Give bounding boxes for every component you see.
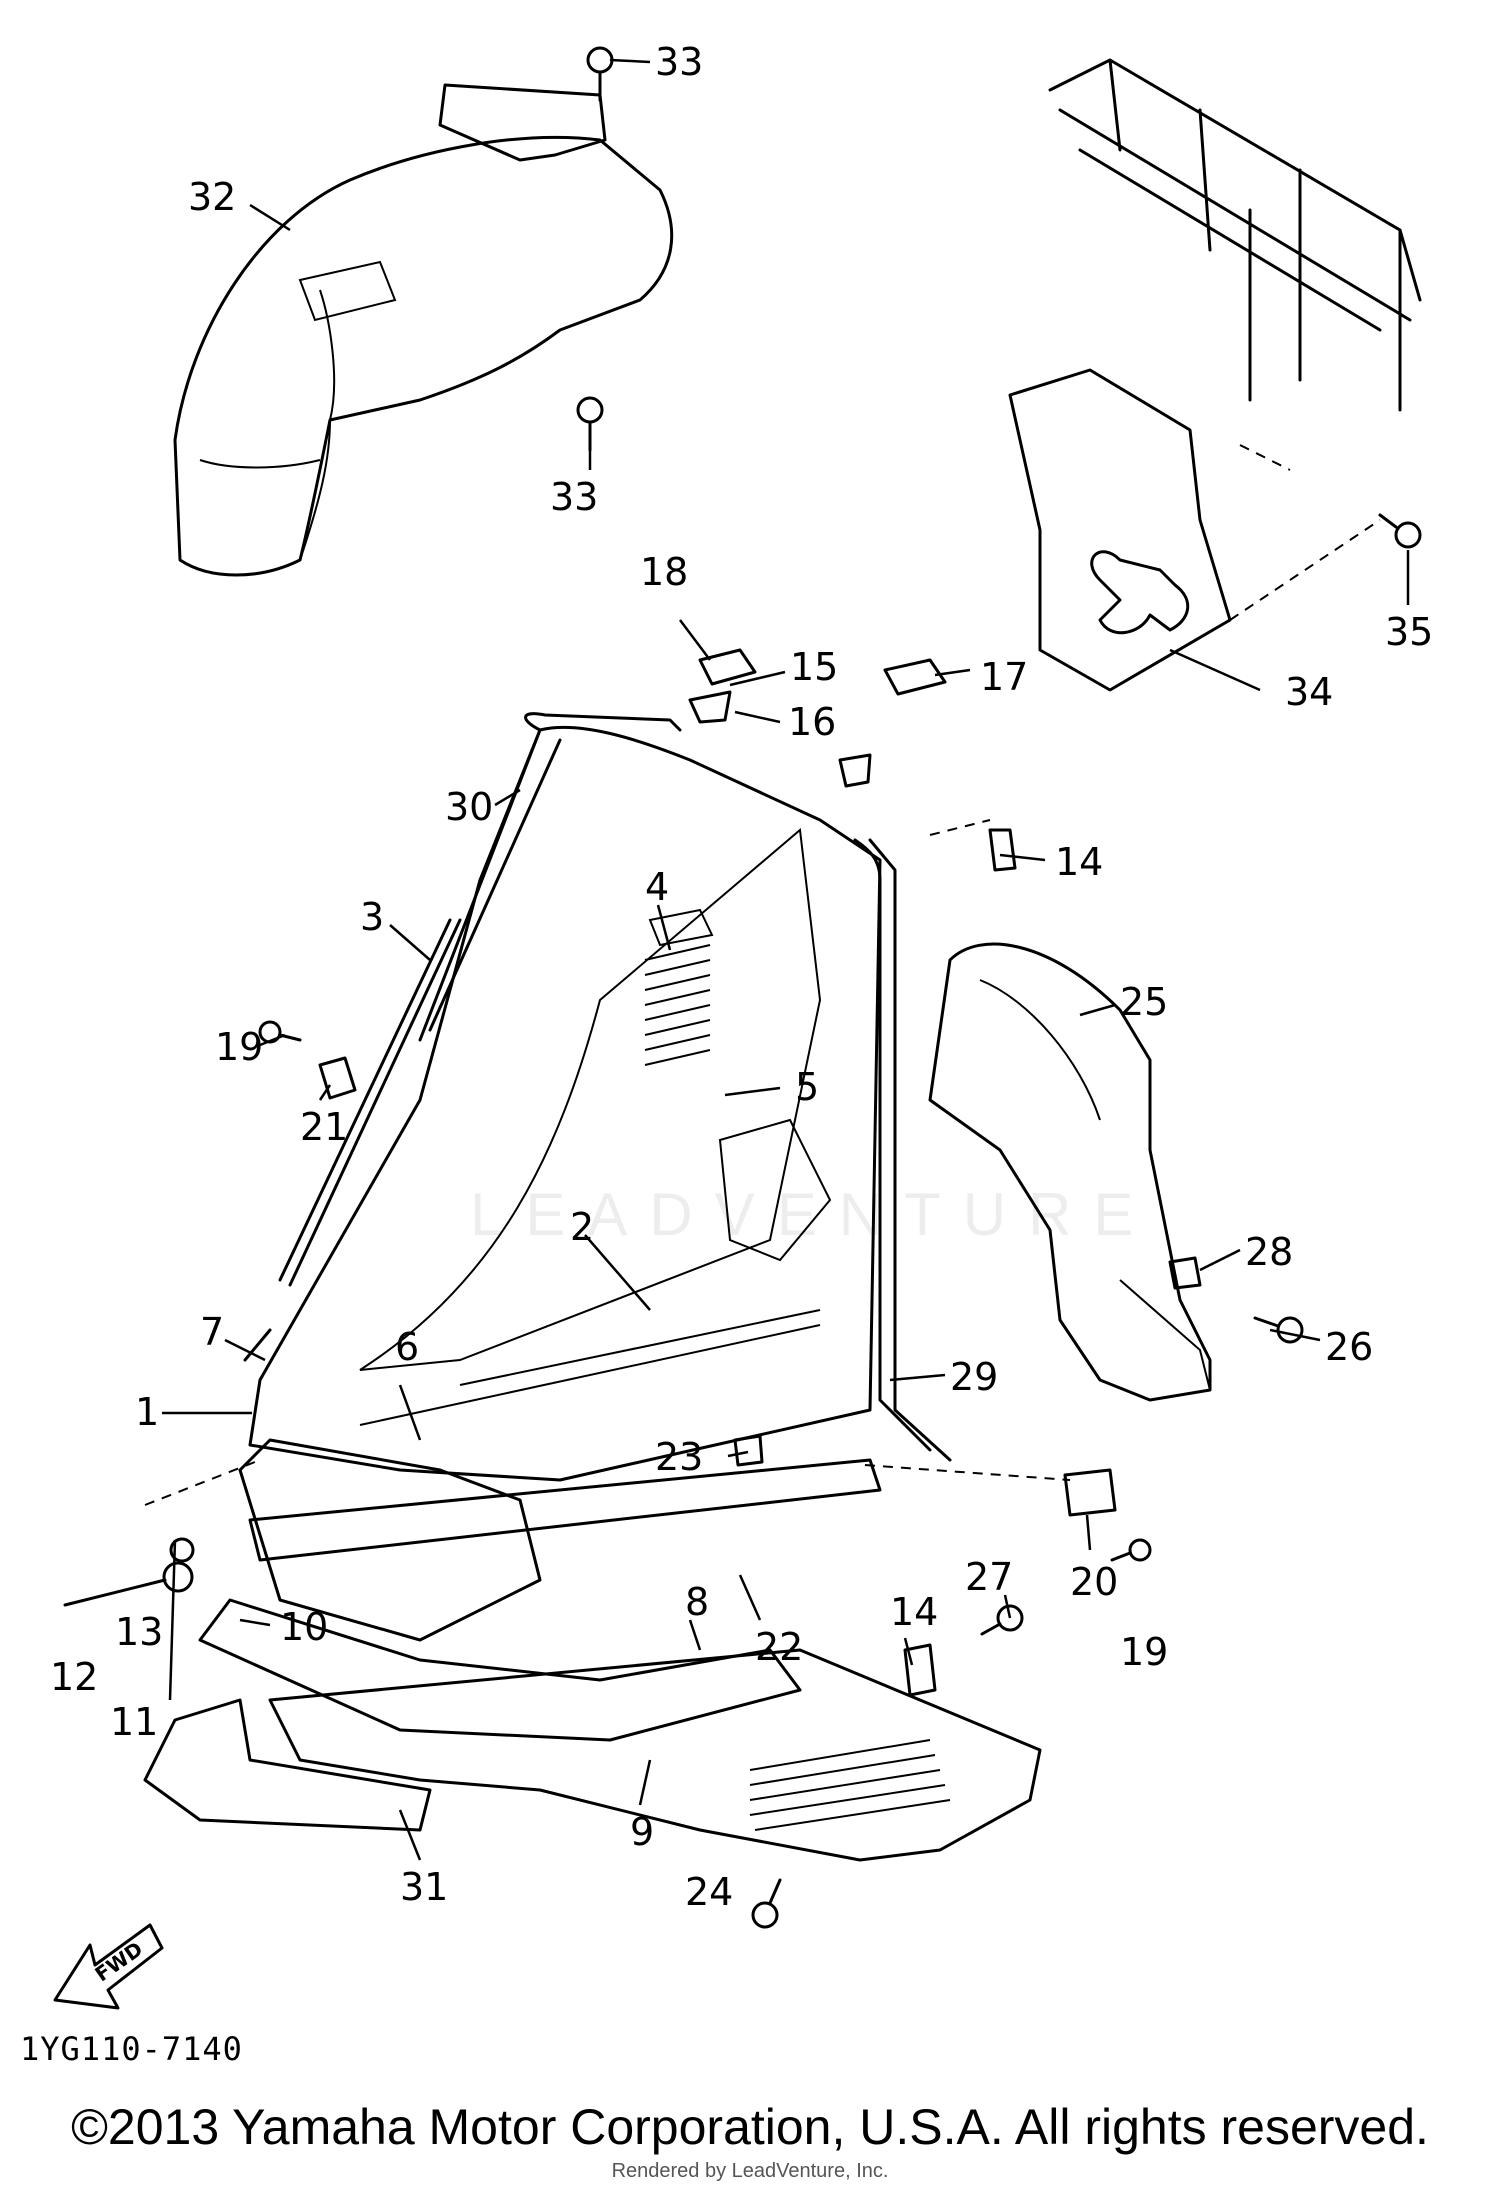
callout-label: 2	[570, 1205, 594, 1249]
callout-label: 21	[300, 1105, 348, 1149]
frame-part	[1048, 58, 1422, 412]
callout-label: 22	[755, 1625, 803, 1669]
callout-labels: 1 2 3 4 5 6 7 8 9 10 11 12 13 14 14 15 1…	[50, 40, 1433, 1914]
callout-label: 18	[640, 550, 688, 594]
fasteners-part	[63, 46, 1422, 1929]
callout-label: 20	[1070, 1560, 1118, 1604]
callout-label: 24	[685, 1870, 733, 1914]
callout-label: 8	[685, 1580, 709, 1624]
callout-label: 32	[188, 175, 236, 219]
callout-label: 27	[965, 1555, 1013, 1599]
callout-label: 35	[1385, 610, 1433, 654]
callout-label: 3	[360, 895, 384, 939]
callout-label: 31	[400, 1865, 448, 1909]
callout-label: 30	[445, 785, 493, 829]
drawing-code: 1YG110-7140	[20, 2030, 243, 2068]
callout-label: 26	[1325, 1325, 1373, 1369]
callout-label: 29	[950, 1355, 998, 1399]
callout-label: 7	[200, 1310, 224, 1354]
forward-arrow-icon: FWD	[53, 1923, 164, 2010]
callout-label: 33	[550, 475, 598, 519]
callout-label: 14	[1055, 840, 1103, 884]
callout-label: 5	[795, 1065, 819, 1109]
copyright-notice: ©2013 Yamaha Motor Corporation, U.S.A. A…	[71, 2099, 1429, 2155]
callout-label: 10	[280, 1605, 328, 1649]
callout-label: 13	[115, 1610, 163, 1654]
callout-label: 6	[395, 1325, 419, 1369]
callout-label: 11	[110, 1700, 158, 1744]
callout-label: 17	[980, 655, 1028, 699]
callout-label: 14	[890, 1590, 938, 1634]
watermark: LEADVENTURE	[470, 1181, 1156, 1248]
callout-label: 4	[645, 865, 669, 909]
callout-label: 23	[655, 1435, 703, 1479]
callout-label: 12	[50, 1655, 98, 1699]
fwd-label: FWD	[90, 1937, 147, 1987]
callout-label: 9	[630, 1810, 654, 1854]
battery-box-part	[1008, 368, 1232, 692]
alignment-lines	[144, 444, 1381, 1506]
callout-label: 16	[788, 700, 836, 744]
credit-line: Rendered by LeadVenture, Inc.	[611, 2160, 889, 2182]
lower-panels-part	[143, 1438, 1042, 1862]
inner-panel-part	[928, 942, 1212, 1402]
callout-label: 19	[215, 1025, 263, 1069]
front-cover-part	[248, 725, 882, 1482]
leader-lines	[162, 58, 1410, 1861]
callout-label: 28	[1245, 1230, 1293, 1274]
callout-label: 33	[655, 40, 703, 84]
callout-label: 19	[1120, 1630, 1168, 1674]
seal-strips-part	[243, 712, 952, 1462]
callout-label: 25	[1120, 980, 1168, 1024]
callout-label: 34	[1285, 670, 1333, 714]
callout-label: 15	[790, 645, 838, 689]
callout-label: 1	[135, 1390, 159, 1434]
rear-fender-part	[173, 83, 674, 577]
